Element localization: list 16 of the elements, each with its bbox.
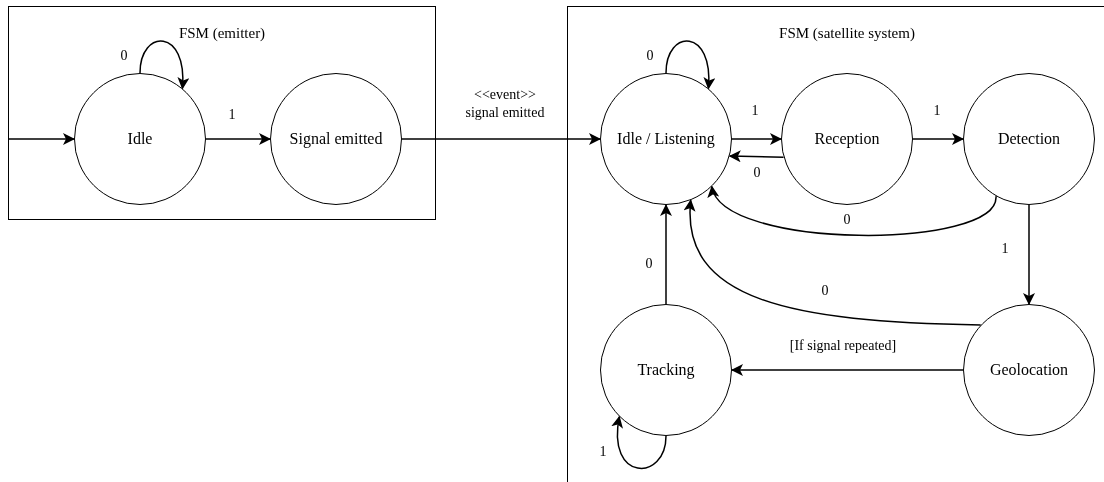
transition-arrow (7, 133, 75, 145)
edge-label: [If signal repeated] (787, 337, 899, 355)
transition-arrow (731, 364, 964, 376)
transition-arrow (912, 133, 964, 145)
transition-arrow (612, 415, 667, 469)
transition-arrow (1023, 204, 1035, 305)
transition-arrow (665, 40, 715, 90)
transition-arrow (401, 133, 601, 145)
transition-arrow (728, 150, 785, 163)
transition-arrow (684, 199, 982, 326)
transition-arrow (731, 133, 782, 145)
transition-arrow (205, 133, 271, 145)
frame-title: FSM (emitter) (177, 24, 267, 43)
frame-title: FSM (satellite system) (778, 24, 916, 43)
transition-arrow (660, 204, 672, 305)
transition-arrow (139, 40, 189, 90)
